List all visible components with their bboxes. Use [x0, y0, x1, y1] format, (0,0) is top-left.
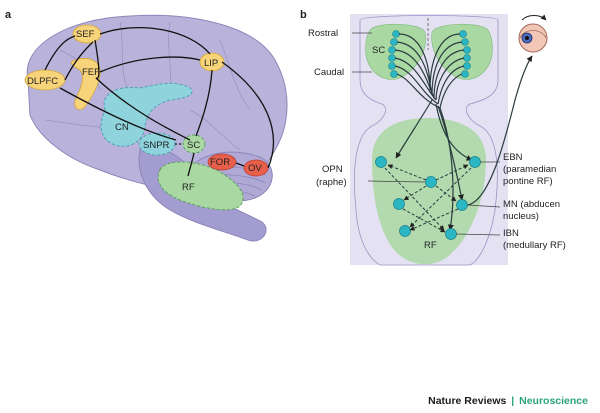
node-ebn	[469, 156, 481, 168]
label-opn-1: OPN	[322, 164, 343, 175]
sc-projections	[394, 33, 473, 231]
label-rf-a: RF	[182, 182, 195, 193]
label-cn: CN	[115, 122, 129, 133]
journal-name: Nature Reviews	[428, 395, 507, 407]
caudate-nucleus-area	[100, 82, 193, 147]
for-area	[207, 153, 237, 171]
sc-nodes-left	[388, 30, 400, 78]
panel-b-letter: b	[300, 9, 307, 21]
label-dlpfc: DLPFC	[27, 76, 58, 87]
label-sef: SEF	[76, 29, 95, 40]
node-left-mid	[393, 198, 405, 210]
label-ibn-2: (medullary RF)	[503, 240, 566, 251]
label-ebn-1: EBN	[503, 152, 523, 163]
label-mn-2: nucleus)	[503, 211, 539, 222]
panel-b: b	[300, 9, 566, 266]
panel-a-letter: a	[5, 9, 12, 21]
journal-credit: Nature Reviews | Neuroscience	[428, 395, 588, 407]
node-opn	[425, 176, 437, 188]
panel-a: a	[5, 9, 288, 242]
label-ebn-2: (paramedian	[503, 164, 556, 175]
label-fef: FEF	[82, 67, 100, 78]
label-mn-1: MN (abducen	[503, 199, 560, 210]
label-ov: OV	[248, 163, 262, 174]
journal-field: Neuroscience	[519, 395, 588, 407]
node-mn	[456, 199, 468, 211]
sc-nodes-right	[459, 30, 471, 78]
label-ibn-1: IBN	[503, 228, 519, 239]
label-rf-b: RF	[424, 240, 437, 251]
rf-area	[157, 161, 244, 211]
label-caudal: Caudal	[314, 67, 344, 78]
label-snpr: SNPR	[143, 140, 170, 151]
label-sc-b: SC	[372, 45, 385, 56]
credit-separator: |	[511, 395, 515, 407]
label-rostral: Rostral	[308, 28, 338, 39]
rf-dashed-connections	[384, 164, 472, 233]
label-sc-a: SC	[187, 140, 200, 151]
mn-to-eye-pathway	[467, 55, 533, 206]
rf-nodes	[375, 156, 481, 240]
node-ibn	[445, 228, 457, 240]
label-opn-2: (raphe)	[316, 177, 347, 188]
eye-icon	[518, 14, 548, 53]
node-left-low	[399, 225, 411, 237]
label-ebn-3: pontine RF)	[503, 176, 553, 187]
label-leaders	[352, 32, 501, 236]
label-lip: LIP	[204, 58, 218, 69]
node-left-upper	[375, 156, 387, 168]
label-for: FOR	[210, 157, 230, 168]
panel-a-connections	[44, 26, 274, 177]
